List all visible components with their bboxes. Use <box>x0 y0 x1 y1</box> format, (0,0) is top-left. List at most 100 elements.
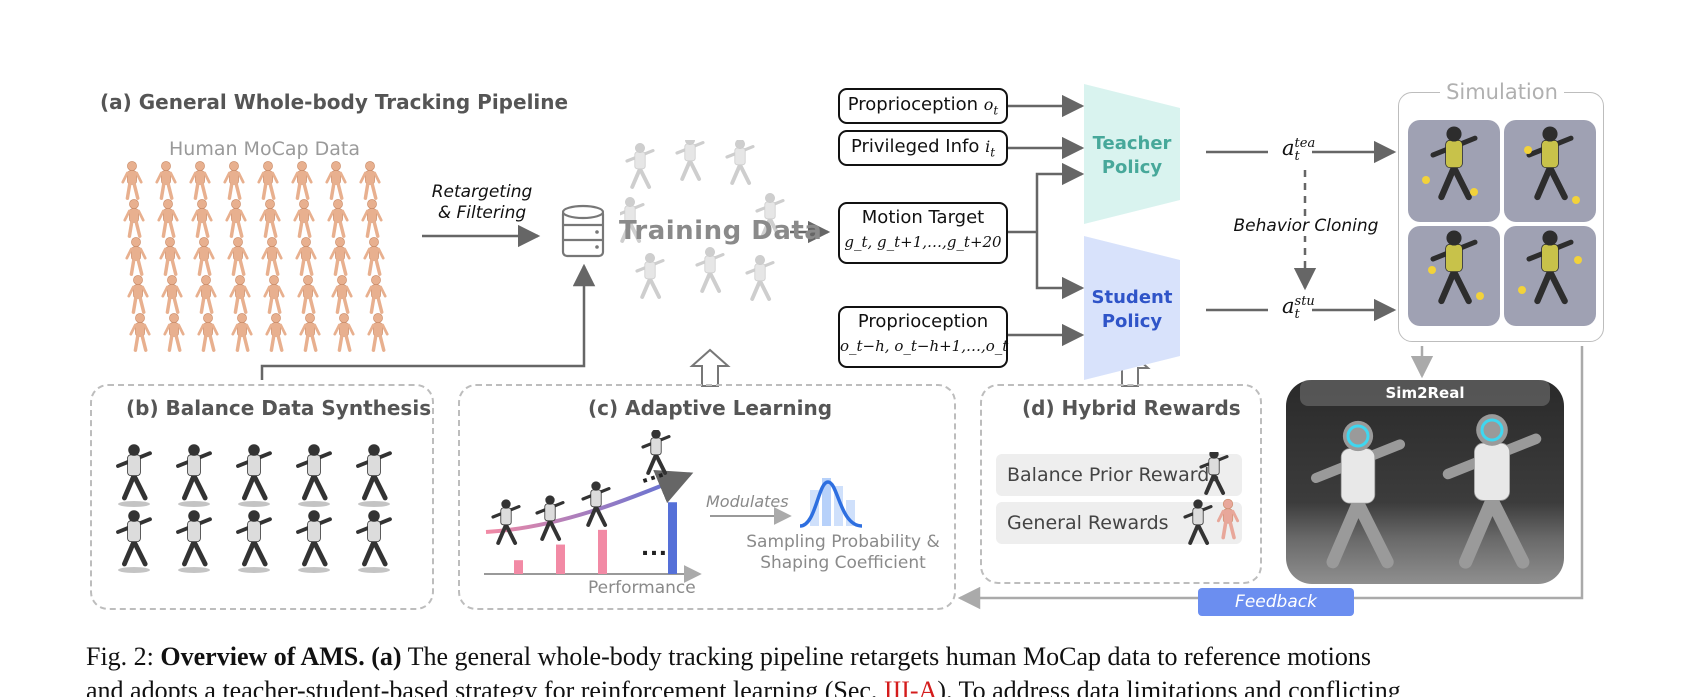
real-robot-left <box>1310 420 1406 569</box>
mocap-human <box>129 313 151 352</box>
curve-robot <box>641 430 671 475</box>
mocap-label: Human MoCap Data <box>169 138 360 160</box>
general-reward-robot <box>1183 499 1213 545</box>
mocap-human <box>231 313 253 352</box>
training-robot <box>620 197 645 243</box>
sim-robot <box>1430 126 1478 201</box>
performance-bar <box>598 529 607 574</box>
training-robot <box>635 253 665 299</box>
privileged-info-box: Privileged Info it <box>838 130 1008 166</box>
mocap-human <box>193 237 215 276</box>
mocap-human <box>225 199 247 238</box>
mocap-human <box>229 275 251 314</box>
keypoint-marker <box>1572 196 1580 204</box>
general-reward-human <box>1216 498 1240 540</box>
mocap-human <box>125 237 147 276</box>
balance-robots <box>116 444 392 573</box>
panel-b-frame <box>90 384 434 610</box>
mocap-human <box>297 275 319 314</box>
mocap-human <box>331 275 353 314</box>
student-proprioception-box: Proprioception o_t−h, o_t−h+1,…,o_t <box>838 306 1008 368</box>
teacher-policy-label: Teacher Policy <box>1092 133 1172 178</box>
balance-robot <box>116 444 152 501</box>
mocap-human <box>361 199 383 238</box>
mocap-human <box>333 313 355 352</box>
caption-line-2: and adopts a teacher-student-based strat… <box>86 676 1401 697</box>
training-robot <box>695 247 725 293</box>
sim-robot <box>1526 126 1574 201</box>
training-robots <box>620 140 785 301</box>
simulation-label: Simulation <box>1440 80 1564 104</box>
sim-robot <box>1430 230 1478 305</box>
motion-target-box: Motion Target g_t, g_t+1,…,g_t+20 <box>838 202 1008 264</box>
balance-robot <box>296 444 332 501</box>
panel-c-frame <box>458 384 956 610</box>
balance-robot <box>296 510 332 567</box>
curve-robot <box>581 481 611 527</box>
performance-label: Performance <box>588 578 696 598</box>
mocap-human <box>367 313 389 352</box>
robot-visor <box>1346 424 1370 448</box>
robot-shadow <box>118 567 150 573</box>
modulates-label: Modulates <box>706 492 789 511</box>
mocap-human <box>299 313 321 352</box>
performance-chart <box>484 430 863 583</box>
retarget-label: Retargeting & Filtering <box>431 182 533 223</box>
balance-robot <box>356 444 392 501</box>
student-policy-shape <box>1084 236 1180 380</box>
balance-robot <box>356 510 392 567</box>
mocap-human <box>159 237 181 276</box>
panel-d-title: (d) Hybrid Rewards <box>1022 396 1241 420</box>
mocap-human <box>123 199 145 238</box>
mocap-human <box>259 199 281 238</box>
sim2real-photo <box>1286 380 1564 584</box>
keypoint-marker <box>1518 286 1526 294</box>
robot-shadow <box>118 501 150 507</box>
mocap-human <box>265 313 287 352</box>
mocap-crowd-figure <box>121 161 389 352</box>
keypoint-marker <box>1574 256 1582 264</box>
mocap-human <box>263 275 285 314</box>
feedback-badge: Feedback <box>1198 588 1354 616</box>
keypoint-marker <box>1428 266 1436 274</box>
training-robot <box>675 140 705 181</box>
robot-shadow <box>178 567 210 573</box>
policy-shapes <box>1084 84 1180 380</box>
balance-reward-robot <box>1199 452 1229 495</box>
robot-shadow <box>298 567 330 573</box>
keypoint-marker <box>1524 146 1532 154</box>
performance-bar <box>668 502 677 574</box>
sim2real-label: Sim2Real <box>1300 380 1550 406</box>
performance-bar <box>556 544 565 574</box>
behavior-cloning-label: Behavior Cloning <box>1228 216 1384 236</box>
feedback-loop-arrow <box>957 346 1584 610</box>
mocap-human <box>157 199 179 238</box>
keypoint-marker <box>1422 176 1430 184</box>
keypoint-marker <box>1470 188 1478 196</box>
distribution-icon <box>799 478 863 528</box>
real-robot-right <box>1442 414 1542 569</box>
performance-bar <box>514 560 523 574</box>
mocap-human <box>121 161 143 200</box>
balance-to-database-arrow <box>260 263 596 380</box>
chart-ellipsis: … <box>640 530 670 561</box>
balance-prior-rewards-item: Balance Prior Rewards <box>996 454 1242 496</box>
real-robots <box>1310 414 1542 569</box>
panel-d-frame <box>980 384 1262 584</box>
mocap-human <box>359 161 381 200</box>
proprioception-box: Proprioception ot <box>838 88 1008 124</box>
mocap-human <box>329 237 351 276</box>
sim-robot <box>1526 230 1574 305</box>
mocap-human <box>223 161 245 200</box>
mocap-human <box>227 237 249 276</box>
mocap-humans <box>121 161 389 352</box>
sim-robots <box>1422 126 1582 305</box>
sim-robot-group <box>1422 126 1582 305</box>
curve-robot <box>535 495 565 541</box>
robot-shadow <box>178 501 210 507</box>
curve-robot <box>491 499 521 545</box>
mocap-human <box>365 275 387 314</box>
training-data-label: Training Data <box>619 216 823 246</box>
mocap-human <box>191 199 213 238</box>
